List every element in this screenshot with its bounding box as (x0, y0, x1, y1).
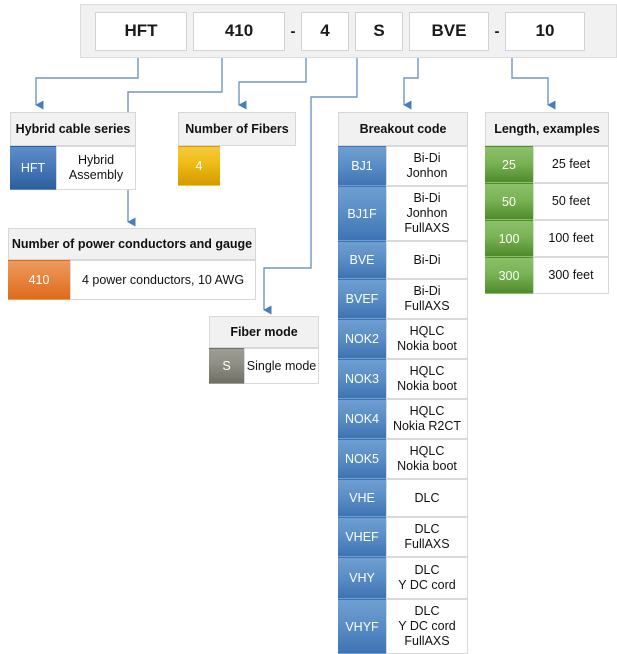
row-description: 4 power conductors, 10 AWG (70, 260, 256, 300)
panel-title-number-of-fibers: Number of Fibers (178, 112, 296, 146)
table-row[interactable]: HFT Hybrid Assembly (10, 146, 136, 190)
row-description: DLC Y DC cord (386, 557, 468, 599)
code-segment-s[interactable]: S (355, 11, 403, 51)
connector-10 (511, 52, 556, 110)
row-code: NOK3 (338, 359, 386, 399)
row-code: S (209, 348, 244, 384)
row-code: 300 (485, 257, 533, 294)
panel-title-length-examples: Length, examples (485, 112, 609, 146)
row-description: 300 feet (533, 257, 609, 294)
panel-number-of-fibers: Number of Fibers 4 (178, 112, 296, 186)
row-code: BVEF (338, 279, 386, 319)
row-description: DLC (386, 479, 468, 517)
connector-4 (238, 52, 307, 110)
code-segment-hft[interactable]: HFT (95, 11, 187, 51)
row-code: VHY (338, 557, 386, 599)
panel-title-breakout-code: Breakout code (338, 112, 468, 146)
row-code: BJ1F (338, 186, 386, 241)
row-code: 100 (485, 220, 533, 257)
panel-title-fiber-mode: Fiber mode (209, 316, 319, 348)
panel-rows-power-conductors: 410 4 power conductors, 10 AWG (8, 260, 256, 300)
row-description: Bi-Di Jonhon (386, 146, 468, 186)
row-code: 50 (485, 183, 533, 220)
row-code: HFT (10, 146, 56, 190)
diagram-canvas: HFT 410 - 4 S BVE - 10 Hybrid cable seri… (8, 4, 617, 654)
row-code: 410 (8, 260, 70, 300)
row-description: HQLC Nokia boot (386, 439, 468, 479)
code-segment-10[interactable]: 10 (505, 11, 585, 51)
row-description: 50 feet (533, 183, 609, 220)
row-description: DLC Y DC cord FullAXS (386, 599, 468, 654)
connector-bve (403, 52, 419, 110)
panel-power-conductors: Number of power conductors and gauge 410… (8, 228, 256, 300)
row-code: NOK5 (338, 439, 386, 479)
row-description: Bi-Di FullAXS (386, 279, 468, 319)
row-description: Bi-Di (386, 241, 468, 279)
row-description: HQLC Nokia boot (386, 319, 468, 359)
row-code: VHE (338, 479, 386, 517)
row-description: DLC FullAXS (386, 517, 468, 557)
part-number-bar: HFT 410 - 4 S BVE - 10 (80, 4, 617, 58)
row-description: HQLC Nokia R2CT (386, 399, 468, 439)
connector-lines (35, 52, 556, 315)
panel-fiber-mode: Fiber mode S Single mode (209, 316, 319, 384)
separator-dash-2: - (494, 22, 500, 40)
separator-dash-1: - (290, 22, 296, 40)
row-code: VHYF (338, 599, 386, 654)
code-segment-4[interactable]: 4 (301, 11, 349, 51)
code-segment-bve[interactable]: BVE (409, 11, 489, 51)
row-code: BJ1 (338, 146, 386, 186)
row-description: Bi-Di Jonhon FullAXS (386, 186, 468, 241)
row-description: Single mode (244, 348, 319, 384)
panel-rows-fiber-mode: S Single mode (209, 348, 319, 384)
panel-rows-number-of-fibers: 4 (178, 146, 296, 186)
panel-title-hybrid-cable-series: Hybrid cable series (10, 112, 136, 146)
row-description: HQLC Nokia boot (386, 359, 468, 399)
row-code: BVE (338, 241, 386, 279)
row-description (220, 146, 296, 186)
row-code: VHEF (338, 517, 386, 557)
table-row[interactable]: 410 4 power conductors, 10 AWG (8, 260, 256, 300)
panel-hybrid-cable-series: Hybrid cable series HFT Hybrid Assembly (10, 112, 136, 190)
row-code: 25 (485, 146, 533, 183)
row-description: 25 feet (533, 146, 609, 183)
table-row[interactable]: 4 (178, 146, 296, 186)
table-row[interactable]: S Single mode (209, 348, 319, 384)
panel-title-power-conductors: Number of power conductors and gauge (8, 228, 256, 260)
connector-hft (35, 52, 139, 110)
row-code: NOK4 (338, 399, 386, 439)
code-segment-410[interactable]: 410 (193, 11, 285, 51)
row-description: Hybrid Assembly (56, 146, 136, 190)
row-code: NOK2 (338, 319, 386, 359)
row-description: 100 feet (533, 220, 609, 257)
row-code: 4 (178, 146, 220, 186)
panel-rows-hybrid-cable-series: HFT Hybrid Assembly (10, 146, 136, 190)
